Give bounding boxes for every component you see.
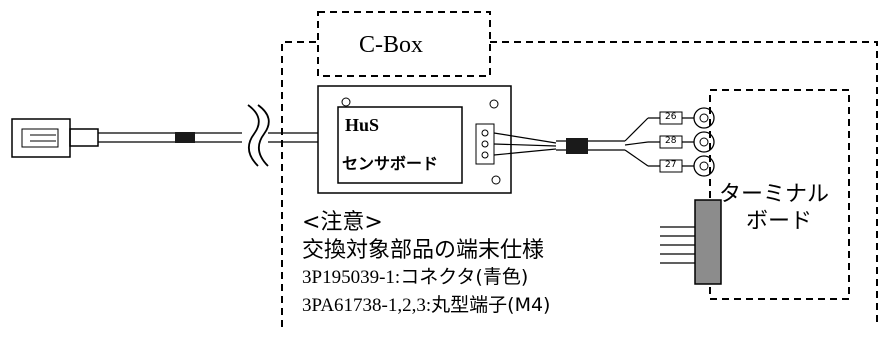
hus-board-label-frame — [337, 106, 463, 184]
connector-wires — [493, 132, 625, 156]
note-line-ring-terminal: 3PA61738-1,2,3:丸型端子(M4) — [302, 290, 550, 317]
wire-tag-27: 27 — [665, 160, 677, 170]
wire-tag-26: 26 — [665, 112, 677, 122]
connector-part-code: 3P195039-1: — [302, 267, 401, 288]
board-mounting-holes — [341, 97, 501, 185]
terminal-connector-pins — [660, 226, 695, 264]
terminal-board-label-line2: ボード — [746, 209, 813, 234]
ring-terminal-part-code: 3PA61738-1,2,3: — [302, 295, 432, 316]
sensor-cable — [98, 132, 242, 143]
ring-terminal-part-desc: 丸型端子(M4) — [431, 294, 551, 316]
cbox-label: C-Box — [359, 32, 424, 58]
connector-part-desc: コネクタ(青色) — [400, 266, 529, 288]
ring-terminals — [693, 107, 715, 177]
cable-tape — [175, 132, 195, 143]
hus-board-label-line2: センサボード — [342, 154, 439, 173]
terminal-board-label-line1: ターミナル — [719, 182, 830, 207]
terminal-connector — [694, 199, 722, 285]
hus-board-label-line1: HuS — [345, 115, 380, 135]
wire-tag-boxes — [659, 111, 683, 173]
cbox-enclosure — [281, 41, 878, 327]
note-line-connector: 3P195039-1:コネクタ(青色) — [302, 262, 528, 289]
note-subtitle: 交換対象部品の端末仕様 — [302, 238, 545, 263]
cbox-label-frame — [317, 11, 491, 77]
terminal-board — [709, 89, 850, 300]
wire-tape — [566, 138, 588, 154]
cable-break-mark — [247, 104, 270, 167]
wire-tag-28: 28 — [665, 136, 677, 146]
sensor-probe — [11, 118, 99, 158]
note-heading: <注意> — [302, 210, 383, 235]
